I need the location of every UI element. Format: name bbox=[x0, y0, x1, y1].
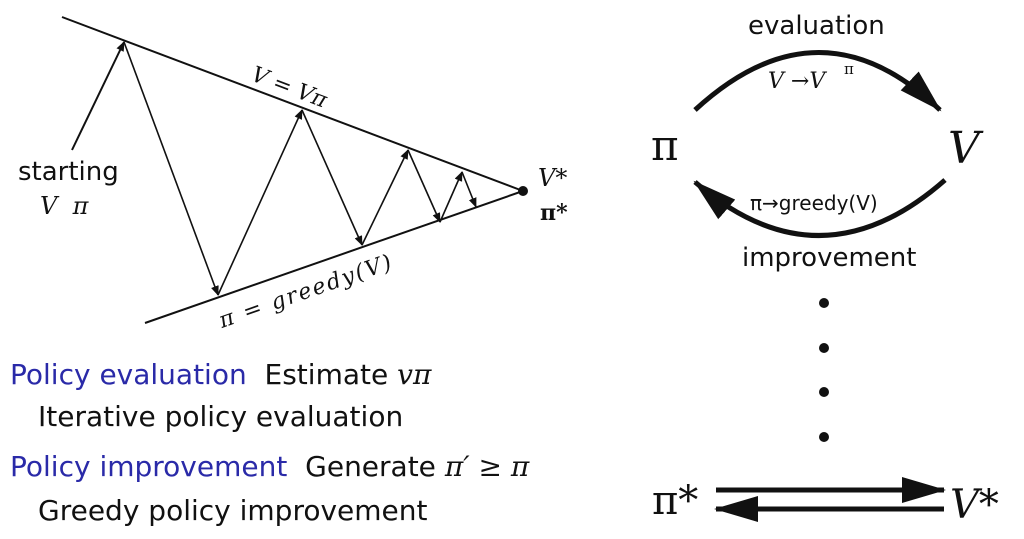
zigzag-arrow bbox=[361, 149, 409, 246]
policy-improvement-term: Policy improvement bbox=[10, 450, 288, 483]
zigzag-arrow bbox=[407, 149, 441, 223]
caption-greedy-improvement: Greedy policy improvement bbox=[10, 494, 428, 527]
v-label: V bbox=[948, 123, 984, 174]
evaluation-formula-sup: π bbox=[844, 60, 854, 78]
policy-evaluation-math: vπ bbox=[397, 358, 432, 391]
pi-label: π bbox=[651, 121, 679, 170]
improvement-arc bbox=[693, 178, 947, 238]
improvement-formula: π→greedy(V) bbox=[750, 191, 878, 215]
continuation-dot bbox=[819, 298, 829, 308]
caption-iterative-evaluation: Iterative policy evaluation bbox=[10, 400, 403, 433]
zigzag-arrow bbox=[301, 109, 363, 246]
continuation-dot bbox=[819, 387, 829, 397]
policy-improvement-math: π′ ≥ π bbox=[444, 450, 530, 483]
upper-line bbox=[61, 16, 524, 192]
starting-vars: V π bbox=[40, 192, 90, 220]
converge-pi-label: π* bbox=[540, 200, 568, 226]
evaluation-formula: V →V bbox=[768, 69, 827, 94]
caption-policy-improvement: Policy improvement Generate π′ ≥ π bbox=[10, 450, 529, 483]
continuation-dot bbox=[819, 343, 829, 353]
greedy-improvement-text: Greedy policy improvement bbox=[38, 494, 428, 527]
converge-v-label: V* bbox=[538, 164, 567, 192]
improvement-label: improvement bbox=[742, 243, 916, 273]
policy-improvement-desc: Generate bbox=[305, 450, 436, 483]
caption-policy-evaluation: Policy evaluation Estimate vπ bbox=[10, 358, 431, 391]
iterative-evaluation-text: Iterative policy evaluation bbox=[38, 400, 404, 433]
lower-line-label: π = greedy(V) bbox=[215, 250, 397, 334]
policy-evaluation-term: Policy evaluation bbox=[10, 358, 247, 391]
pi-star-label: π* bbox=[652, 478, 698, 524]
starting-arrow bbox=[71, 41, 125, 151]
zigzag-arrow bbox=[217, 109, 303, 296]
continuation-dot bbox=[819, 432, 829, 442]
evaluation-arc bbox=[693, 50, 942, 112]
v-star-label: V* bbox=[950, 482, 999, 528]
policy-evaluation-desc: Estimate bbox=[264, 358, 389, 391]
lower-line bbox=[144, 190, 524, 324]
zigzag-arrow bbox=[461, 171, 477, 208]
zigzag-arrow bbox=[439, 171, 463, 223]
starting-label: starting bbox=[18, 157, 119, 187]
convergence-point bbox=[518, 186, 528, 196]
evaluation-label: evaluation bbox=[748, 11, 885, 41]
zigzag-arrow bbox=[123, 41, 219, 296]
upper-line-label: V = Vπ bbox=[248, 62, 331, 113]
